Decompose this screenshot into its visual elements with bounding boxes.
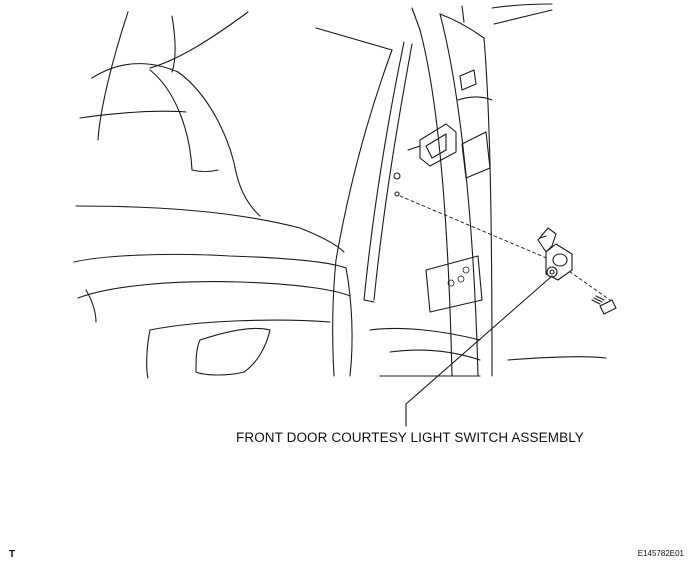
pillar-upper-trim: [457, 96, 493, 101]
callout-label: FRONT DOOR COURTESY LIGHT SWITCH ASSEMBL…: [236, 430, 584, 445]
pillar-slot: [461, 131, 491, 179]
corner-mark: T: [9, 549, 16, 560]
seat-cushion: [73, 205, 353, 379]
door-pillar: [315, 5, 493, 377]
seat-back: [79, 11, 261, 217]
lower-pillar-plate: [425, 255, 483, 313]
pillar-hole: [393, 172, 401, 180]
mounting-screw: [591, 295, 617, 315]
door-striker: [407, 123, 457, 167]
figure-id: E145782E01: [637, 549, 684, 558]
courtesy-light-switch: [537, 227, 573, 281]
door-sill: [369, 3, 607, 377]
installation-path: [399, 195, 611, 301]
pillar-mount-hole: [394, 191, 400, 197]
seat-side-cover: [195, 327, 271, 376]
callout-leader-line: [405, 275, 553, 427]
pillar-upper-hole: [459, 69, 477, 91]
